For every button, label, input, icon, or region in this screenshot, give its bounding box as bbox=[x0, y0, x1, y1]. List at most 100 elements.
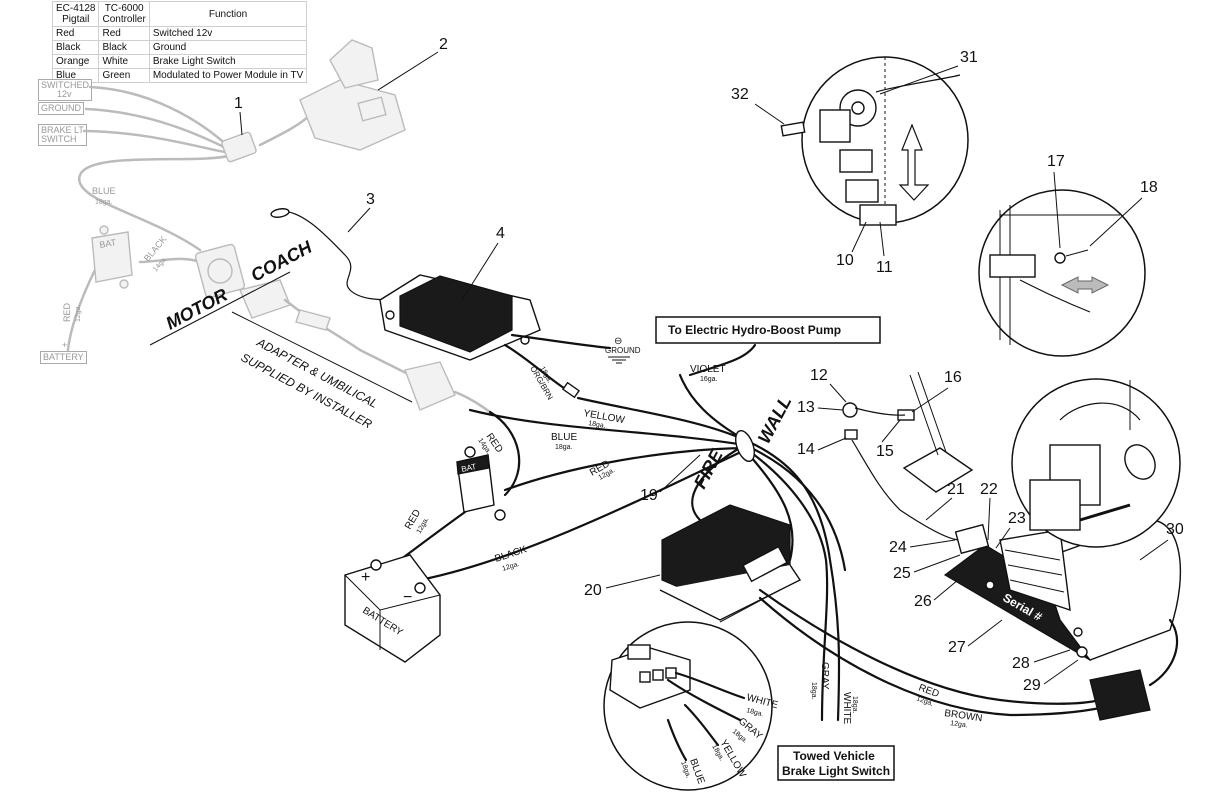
breakaway-loop bbox=[270, 208, 290, 218]
controller-body bbox=[299, 79, 406, 151]
pedal-cable bbox=[854, 407, 906, 416]
power-module-base bbox=[659, 564, 802, 621]
inset-cable bbox=[1019, 279, 1091, 313]
red-wire-label: RED bbox=[62, 302, 72, 322]
callout-13: 13 bbox=[797, 399, 815, 416]
towed-vehicle-label-line-2: Brake Light Switch bbox=[782, 764, 890, 778]
callout-14: 14 bbox=[797, 441, 815, 458]
brake-pedal-assembly bbox=[842, 371, 974, 541]
slide-arrow-icon bbox=[1060, 276, 1110, 294]
inset-pin bbox=[639, 671, 651, 683]
inset-screw bbox=[780, 121, 806, 137]
inset-washer bbox=[1054, 252, 1066, 264]
wire-switched bbox=[88, 85, 232, 150]
leader-13 bbox=[817, 407, 844, 411]
leader-32 bbox=[754, 103, 785, 125]
leader-19 bbox=[659, 454, 701, 493]
inset-clamp-block bbox=[989, 254, 1036, 278]
leader-25 bbox=[913, 554, 961, 573]
cable-inset bbox=[780, 56, 969, 226]
power-module-connector bbox=[742, 545, 788, 583]
inset-cable bbox=[875, 74, 961, 93]
callout-20: 20 bbox=[584, 582, 602, 599]
controller-knob bbox=[329, 39, 379, 89]
umbilical-tail bbox=[453, 390, 492, 414]
inset-pin bbox=[665, 667, 677, 679]
leader-3 bbox=[347, 207, 371, 233]
table-cell: Green bbox=[98, 68, 150, 83]
coach-receptacle bbox=[194, 243, 246, 299]
harness-to-towed-switch bbox=[743, 438, 841, 722]
brown-actuator-gauge: 12ga. bbox=[950, 720, 968, 729]
blue-wire bbox=[468, 408, 747, 447]
actuator-cylinder bbox=[1039, 519, 1182, 661]
firewall-grommet bbox=[735, 430, 755, 462]
white-wire-label: WHITE bbox=[841, 692, 852, 725]
motor-coach-divider bbox=[149, 271, 291, 346]
violet-wire bbox=[678, 373, 747, 442]
hydro-boost-box bbox=[655, 316, 881, 344]
terminal-label: BATTERY bbox=[43, 352, 84, 362]
actuator-detail-inset bbox=[1011, 378, 1181, 548]
leader-12 bbox=[829, 383, 847, 403]
breaker-body bbox=[91, 231, 133, 283]
callout-23: 23 bbox=[1008, 510, 1026, 527]
inset-clamp bbox=[845, 179, 879, 203]
terminal-label: 12v bbox=[57, 89, 72, 99]
breakaway-cable bbox=[274, 210, 401, 301]
pedal-arm bbox=[909, 374, 939, 456]
leader-1 bbox=[239, 111, 243, 136]
pedal-arm bbox=[917, 371, 947, 453]
umbilical-end-plug bbox=[404, 361, 456, 411]
inset-bolt bbox=[1065, 249, 1089, 257]
black-12-label: BLACK bbox=[494, 544, 529, 565]
battery-post-negative bbox=[414, 582, 426, 594]
wire-blue-pigtail bbox=[77, 153, 234, 252]
module-mount-hole bbox=[385, 310, 395, 320]
adapter-umbilical bbox=[239, 279, 492, 414]
adapter-plug bbox=[239, 279, 291, 319]
brake-actuator: Serial # bbox=[943, 519, 1182, 661]
inset-white-gauge: 18ga. bbox=[745, 707, 764, 718]
inset-gray-wire bbox=[666, 678, 742, 722]
table-header-text: EC-4128 bbox=[56, 3, 96, 14]
callout-17: 17 bbox=[1047, 153, 1065, 170]
yellow-wire-gauge: 18ga. bbox=[588, 420, 607, 430]
module-ground-wire bbox=[510, 333, 612, 350]
inline-connector bbox=[561, 381, 581, 399]
umbilical-clip bbox=[295, 309, 331, 331]
battery-post-positive bbox=[370, 559, 382, 571]
wire-ground bbox=[84, 107, 232, 152]
callout-32: 32 bbox=[731, 86, 749, 103]
black-wire-12 bbox=[418, 448, 747, 582]
circuit-breaker: BAT bbox=[456, 446, 506, 521]
controller-badge bbox=[357, 96, 387, 122]
inset-pin bbox=[652, 669, 664, 681]
callout-26: 26 bbox=[914, 593, 932, 610]
switch-clamp bbox=[844, 429, 858, 440]
leader-23 bbox=[995, 527, 1011, 549]
tc6000-controller bbox=[299, 39, 406, 151]
callout-19: 19 bbox=[640, 487, 658, 504]
table-header-text: Controller bbox=[102, 14, 146, 25]
switched-12v-terminal: SWITCHED 12v bbox=[38, 79, 92, 101]
switch-cable bbox=[851, 439, 961, 541]
battery-plus-symbol: + bbox=[62, 340, 67, 350]
callout-29: 29 bbox=[1023, 677, 1041, 694]
violet-wire-gauge: 16ga. bbox=[700, 376, 718, 383]
callout-11-text: 11 bbox=[876, 259, 893, 276]
breaker-stud bbox=[99, 225, 109, 235]
terminal-label: SWITCHED bbox=[41, 80, 89, 90]
brake-switch bbox=[842, 402, 858, 418]
plate-hole bbox=[1073, 627, 1083, 637]
white-wire-gauge: 18ga. bbox=[851, 696, 858, 714]
towed-vehicle-box bbox=[777, 745, 895, 781]
leader-29 bbox=[1043, 659, 1079, 685]
leader-14 bbox=[817, 437, 847, 451]
actuator-connector bbox=[1089, 669, 1151, 721]
inset-slot bbox=[1079, 503, 1131, 522]
wire-brake bbox=[82, 129, 232, 155]
